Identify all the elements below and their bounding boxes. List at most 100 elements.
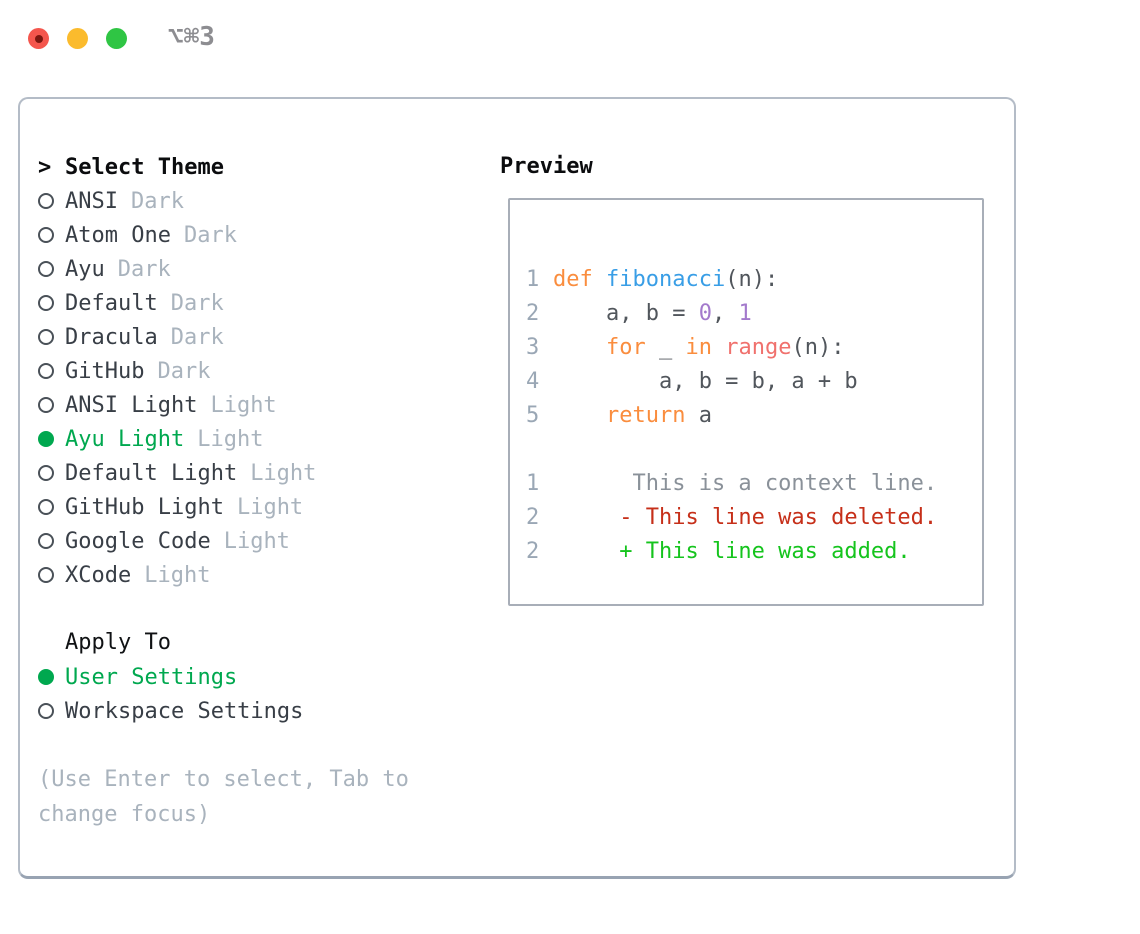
- close-button[interactable]: [28, 28, 49, 49]
- code-token: - This line was deleted.: [553, 504, 938, 530]
- code-token: range: [725, 334, 792, 360]
- theme-name: GitHub Light: [65, 494, 224, 520]
- preview-line: 2 a, b = 0, 1: [526, 296, 972, 330]
- radio-icon: [38, 295, 54, 311]
- radio-icon: [38, 227, 54, 243]
- code-token: + This line was added.: [553, 538, 911, 564]
- code-token: return: [605, 402, 686, 428]
- select-theme-header: > Select Theme: [38, 150, 478, 184]
- select-theme-title: Select Theme: [65, 154, 224, 180]
- line-number: 2: [526, 538, 540, 564]
- traffic-lights: [28, 28, 127, 49]
- theme-variant: Light: [236, 494, 304, 520]
- theme-variant: Dark: [117, 256, 171, 282]
- theme-option-ayu[interactable]: Ayu Dark: [38, 252, 478, 286]
- theme-option-github-light[interactable]: GitHub Light Light: [38, 490, 478, 524]
- theme-name: ANSI: [65, 188, 118, 214]
- code-token: (n):: [725, 266, 779, 292]
- theme-option-atom-one[interactable]: Atom One Dark: [38, 218, 478, 252]
- code-token: ,: [711, 300, 739, 326]
- code-token: [553, 403, 606, 428]
- theme-name: Google Code: [65, 528, 211, 554]
- radio-icon: [38, 465, 54, 481]
- code-token: [553, 335, 606, 360]
- theme-name: Dracula: [65, 324, 158, 350]
- window-title: ⌥⌘3: [168, 22, 215, 52]
- preview-line: 1 def fibonacci(n):: [526, 262, 972, 296]
- theme-variant: Dark: [130, 188, 184, 214]
- preview-line: 2 + This line was added.: [526, 534, 972, 568]
- line-number: 3: [526, 334, 540, 360]
- code-token: This is a context line.: [553, 470, 938, 496]
- code-token: 0: [698, 300, 712, 326]
- theme-variant: Dark: [170, 324, 224, 350]
- theme-name: Atom One: [65, 222, 171, 248]
- line-number: 2: [526, 504, 540, 530]
- radio-icon: [38, 533, 54, 549]
- theme-option-dracula[interactable]: Dracula Dark: [38, 320, 478, 354]
- theme-name: GitHub: [65, 358, 145, 384]
- code-token: for: [605, 334, 646, 360]
- apply-option-label: User Settings: [65, 664, 238, 690]
- theme-variant: Dark: [183, 222, 237, 248]
- radio-icon: [38, 363, 54, 379]
- preview-line: 4 a, b = b, a + b: [526, 364, 972, 398]
- zoom-button[interactable]: [106, 28, 127, 49]
- preview-line: 3 for _ in range(n):: [526, 330, 972, 364]
- code-token: fibonacci: [605, 266, 726, 292]
- radio-selected-icon: [38, 669, 54, 685]
- theme-option-ayu-light[interactable]: Ayu Light Light: [38, 422, 478, 456]
- code-token: a, b = b, a + b: [553, 368, 858, 394]
- line-number: 1: [526, 470, 540, 496]
- radio-icon: [38, 261, 54, 277]
- preview-line: [526, 228, 972, 262]
- apply-option-workspace-settings[interactable]: Workspace Settings: [38, 694, 478, 728]
- line-number: 4: [526, 368, 540, 394]
- theme-name: Ayu: [65, 256, 105, 282]
- apply-option-label: Workspace Settings: [65, 698, 304, 724]
- code-token: in: [685, 334, 712, 360]
- code-token: 1: [738, 300, 752, 326]
- theme-name: Ayu Light: [65, 426, 185, 452]
- minimize-button[interactable]: [67, 28, 88, 49]
- radio-icon: [38, 567, 54, 583]
- radio-selected-icon: [38, 431, 54, 447]
- apply-to-header: Apply To: [65, 630, 171, 655]
- line-number: 5: [526, 402, 540, 428]
- radio-icon: [38, 193, 54, 209]
- close-dot-icon: [34, 34, 43, 43]
- code-token: def: [553, 266, 606, 292]
- code-token: [712, 335, 725, 360]
- preview-line: [526, 432, 972, 466]
- preview-line: 2 - This line was deleted.: [526, 500, 972, 534]
- radio-icon: [38, 499, 54, 515]
- line-number: 2: [526, 300, 540, 326]
- apply-option-user-settings[interactable]: User Settings: [38, 660, 478, 694]
- theme-variant: Light: [223, 528, 290, 554]
- theme-option-google-code[interactable]: Google Code Light: [38, 524, 478, 558]
- code-token: _: [645, 334, 686, 360]
- radio-icon: [38, 397, 54, 413]
- theme-variant: Light: [197, 426, 264, 452]
- theme-name: XCode: [65, 562, 132, 588]
- preview-line: 5 return a: [526, 398, 972, 432]
- theme-option-ansi[interactable]: ANSI Dark: [38, 184, 478, 218]
- code-token: (n):: [791, 334, 845, 360]
- theme-name: ANSI Light: [65, 392, 198, 418]
- line-number: 1: [526, 266, 540, 292]
- theme-name: Default: [65, 290, 158, 316]
- radio-icon: [38, 329, 54, 345]
- cursor-indicator: >: [38, 154, 52, 180]
- preview-title: Preview: [500, 154, 593, 179]
